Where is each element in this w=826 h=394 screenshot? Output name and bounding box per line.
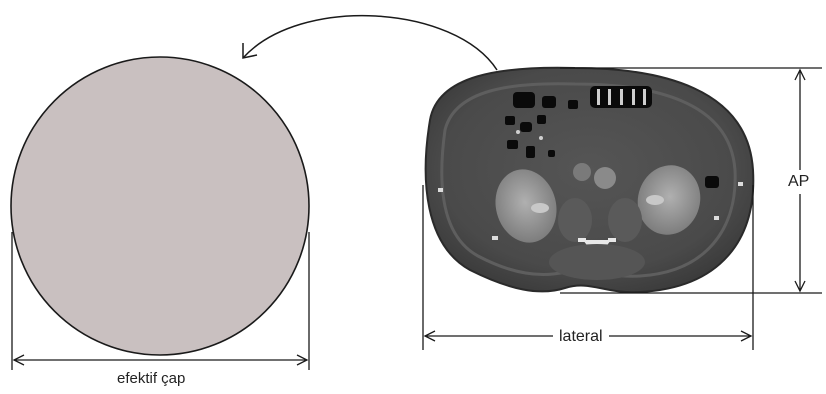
right-renal-pelvis <box>646 195 664 205</box>
effective-diameter-circle <box>11 57 309 355</box>
ap-label: AP <box>786 170 811 194</box>
paraspinal-muscles <box>549 244 645 280</box>
curved-mapping-arrow <box>243 16 497 70</box>
ivc <box>573 163 591 181</box>
left-renal-pelvis <box>531 203 549 213</box>
right-psoas <box>608 198 642 242</box>
left-psoas <box>558 198 592 242</box>
abdominal-ct-cross-section <box>426 68 754 292</box>
effective-diameter-label: efektif çap <box>113 371 189 386</box>
lateral-label: lateral <box>553 329 609 345</box>
aorta <box>594 167 616 189</box>
